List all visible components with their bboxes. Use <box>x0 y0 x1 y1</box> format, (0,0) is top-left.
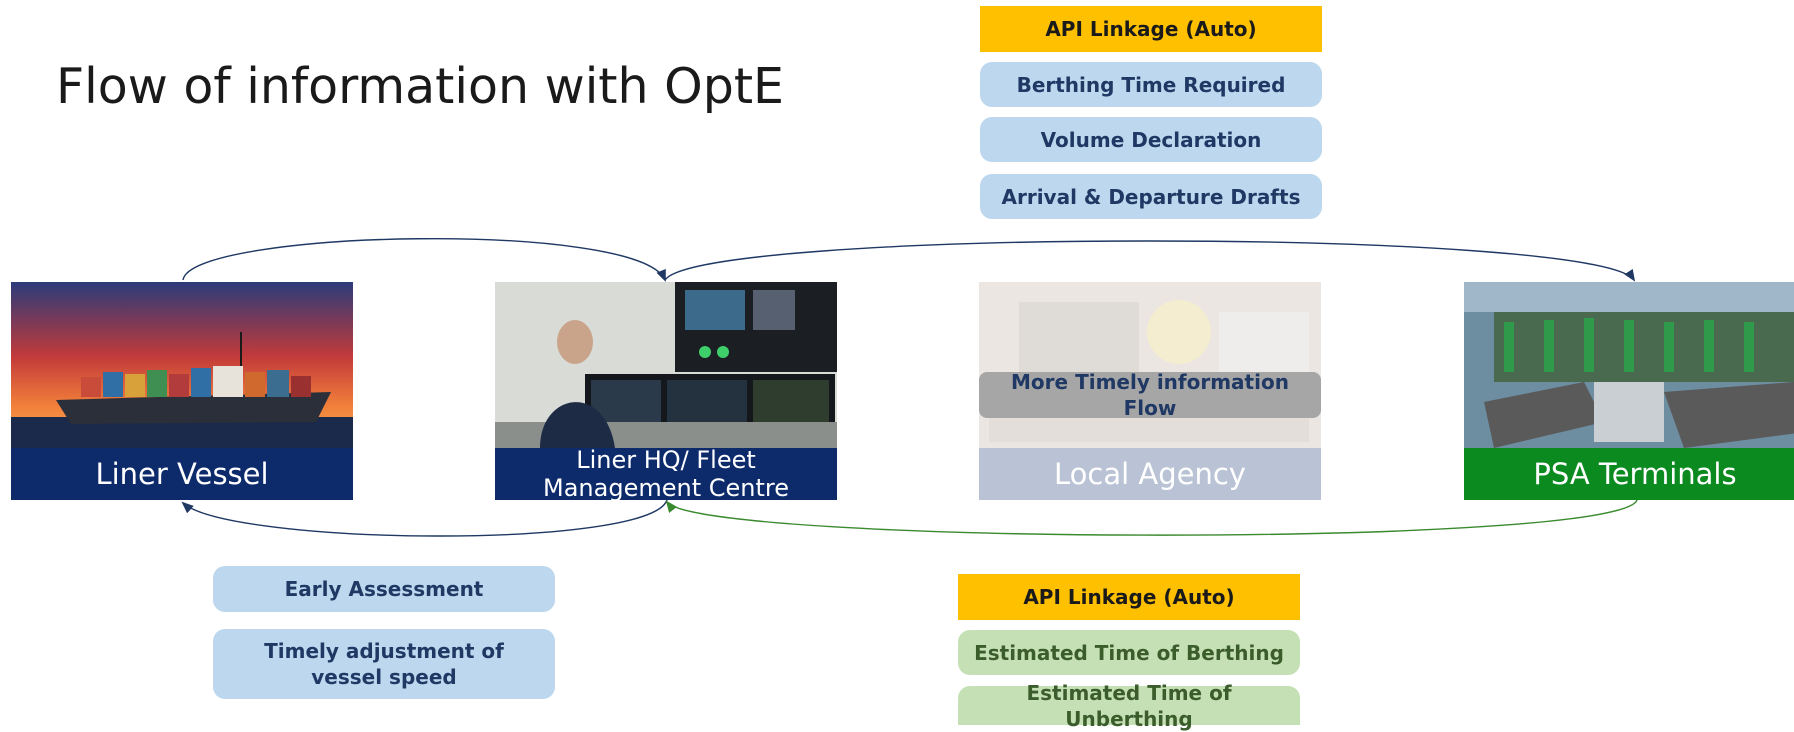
liner-hq-node: Liner HQ/ Fleet Management Centre <box>495 282 837 500</box>
psa-terminals-label: PSA Terminals <box>1464 448 1794 500</box>
local-agency-faded-group: Local Agency <box>979 282 1321 500</box>
api-linkage-header-top: API Linkage (Auto) <box>980 6 1322 52</box>
port-terminal-image <box>1464 282 1794 448</box>
local-agency-label: Local Agency <box>979 448 1321 500</box>
arrow-psa-to-hq <box>665 499 1638 536</box>
liner-vessel-label: Liner Vessel <box>11 448 353 500</box>
control-room-image <box>495 282 837 448</box>
berthing-time-required-box: Berthing Time Required <box>980 62 1322 107</box>
liner-vessel-node: Liner Vessel <box>11 282 353 500</box>
arrow-vessel-to-hq <box>182 238 666 282</box>
timely-adjustment-box: Timely adjustment of vessel speed <box>213 629 555 699</box>
estimated-time-berthing-box: Estimated Time of Berthing <box>958 630 1300 675</box>
estimated-time-unberthing-box: Estimated Time of Unberthing <box>958 681 1300 731</box>
liner-hq-label: Liner HQ/ Fleet Management Centre <box>495 446 837 500</box>
api-linkage-header-bottom: API Linkage (Auto) <box>958 574 1300 620</box>
arrival-departure-drafts-box: Arrival & Departure Drafts <box>980 174 1322 219</box>
arrow-hq-to-vessel <box>181 499 668 537</box>
arrow-hq-to-psa <box>664 240 1636 282</box>
page-title: Flow of information with OptE <box>56 58 784 115</box>
desk-meeting-image <box>979 282 1321 448</box>
volume-declaration-box: Volume Declaration <box>980 117 1322 162</box>
cargo-ship-image <box>11 282 353 448</box>
psa-terminals-node: PSA Terminals <box>1464 282 1794 500</box>
local-agency-node: Local Agency More Timely information Flo… <box>979 282 1321 500</box>
more-timely-flow-box: More Timely information Flow <box>979 370 1321 420</box>
early-assessment-box: Early Assessment <box>213 566 555 612</box>
